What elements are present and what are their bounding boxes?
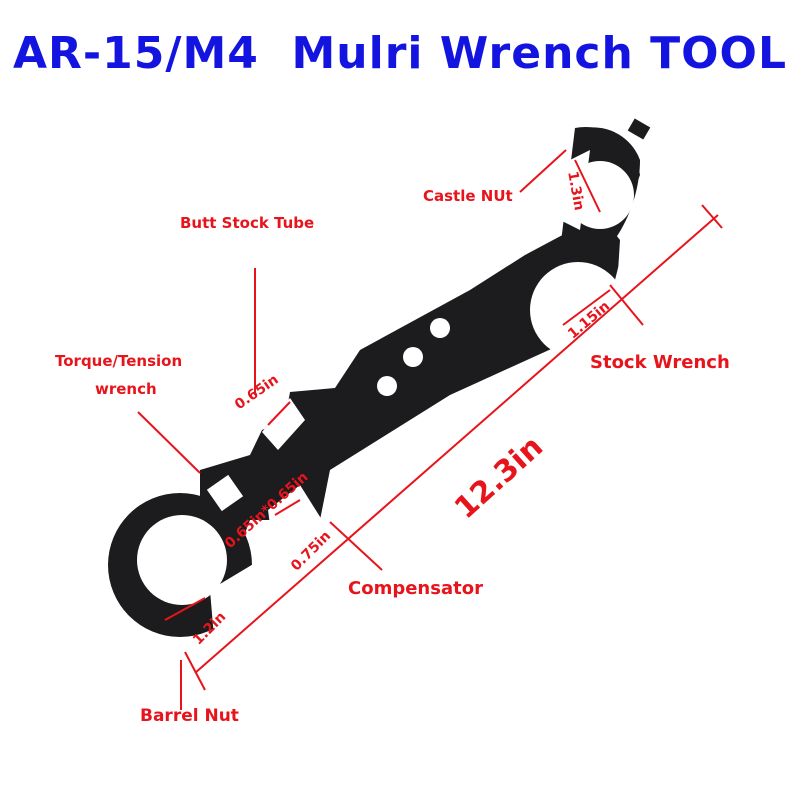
- label-wrench: wrench: [95, 380, 157, 398]
- label-barrel-nut: Barrel Nut: [140, 706, 239, 726]
- label-castle-nut: Castle NUt: [423, 187, 513, 205]
- annotation-lines: [137, 149, 723, 710]
- label-compensator: Compensator: [348, 578, 483, 599]
- label-torque-tension: Torque/Tension: [55, 352, 183, 370]
- label-butt-stock-tube: Butt Stock Tube: [180, 214, 315, 232]
- label-stock-wrench: Stock Wrench: [590, 352, 730, 373]
- page-title: AR-15/M4 Mulri Wrench TOOL: [12, 28, 788, 79]
- wrench-cutouts: [137, 150, 650, 650]
